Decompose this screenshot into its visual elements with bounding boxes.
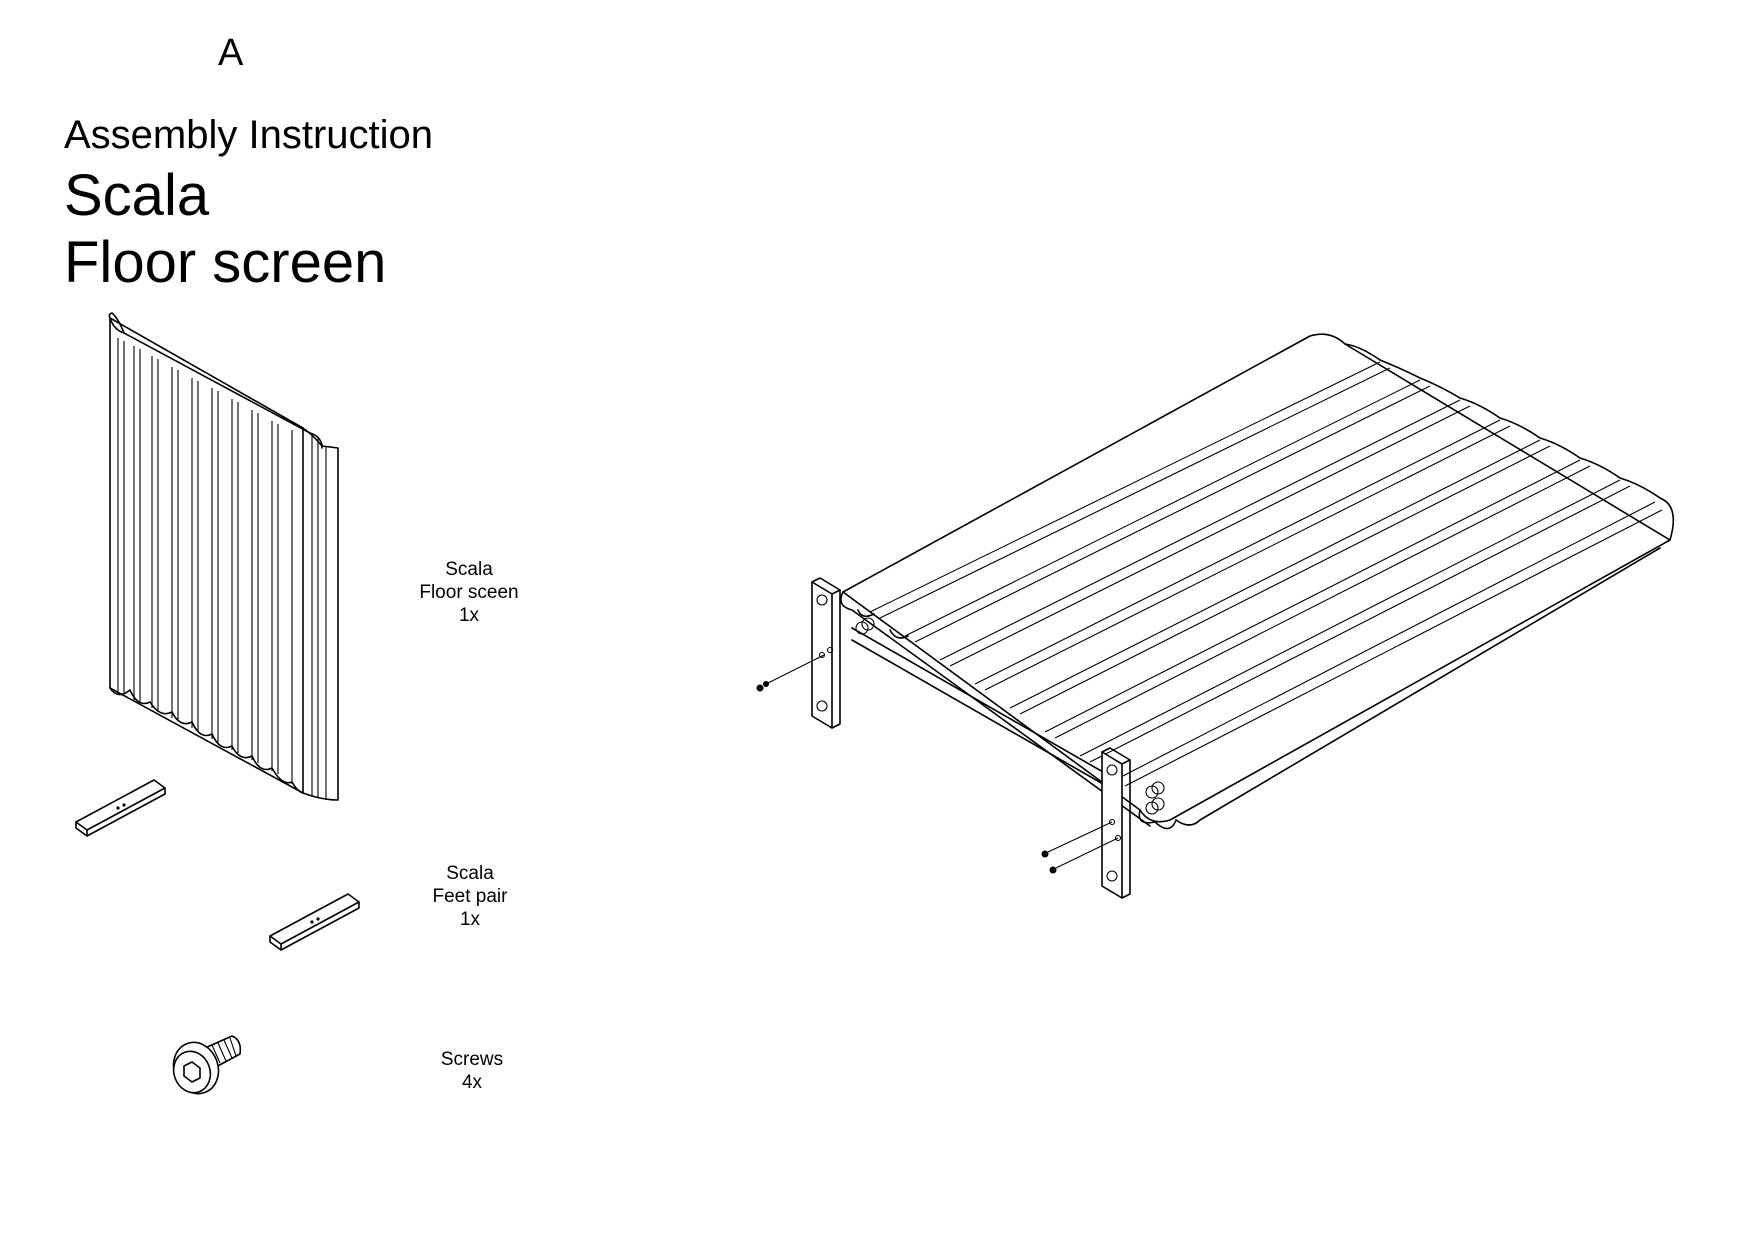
product-line: Scala	[64, 163, 210, 228]
part-label-feet: Scala Feet pair 1x	[390, 862, 550, 931]
document-subtitle: Assembly Instruction	[64, 113, 434, 157]
part-qty: 1x	[459, 909, 481, 930]
part-name: Scala	[445, 559, 493, 580]
part-label-floor-screen: Scala Floor sceen 1x	[389, 558, 549, 627]
feet-bar-icon	[269, 893, 360, 951]
product-name: Floor screen	[64, 229, 387, 295]
product-title: Scala Floor screen	[64, 163, 386, 296]
part-name: Screws	[440, 1049, 504, 1070]
part-detail: Feet pair	[432, 886, 508, 907]
page-letter: A	[218, 32, 244, 74]
assembled-screen-diagram	[756, 333, 1675, 899]
feet-bar-icon	[75, 779, 166, 837]
floor-screen-panel-icon	[108, 312, 339, 801]
hex-socket-screw-icon	[172, 1035, 242, 1095]
part-detail: Floor sceen	[419, 582, 519, 603]
part-qty: 1x	[458, 605, 480, 626]
part-name: Scala	[446, 863, 494, 884]
part-qty: 4x	[461, 1072, 483, 1093]
part-label-screws: Screws 4x	[392, 1048, 552, 1094]
